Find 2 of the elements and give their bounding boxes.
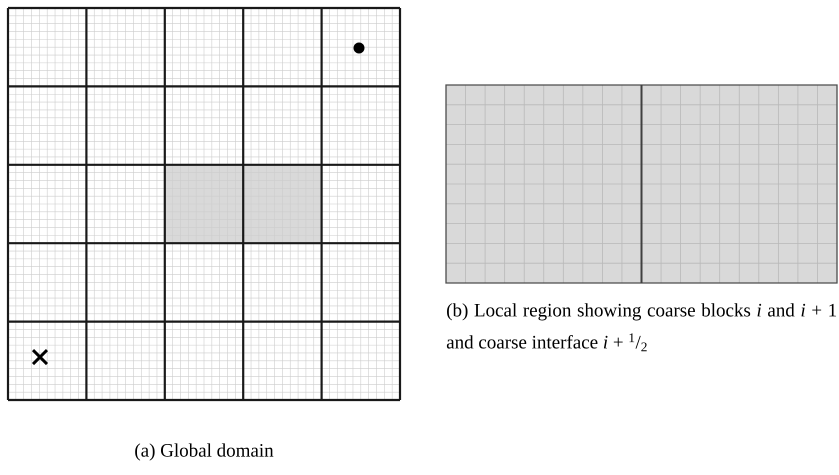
caption: (a) Global domain [135,443,274,461]
caption: (b) Local region showing coarse blocks i and i + 1 and coarse interface i + $^{1}$/$_{2}$ [446,303,836,352]
